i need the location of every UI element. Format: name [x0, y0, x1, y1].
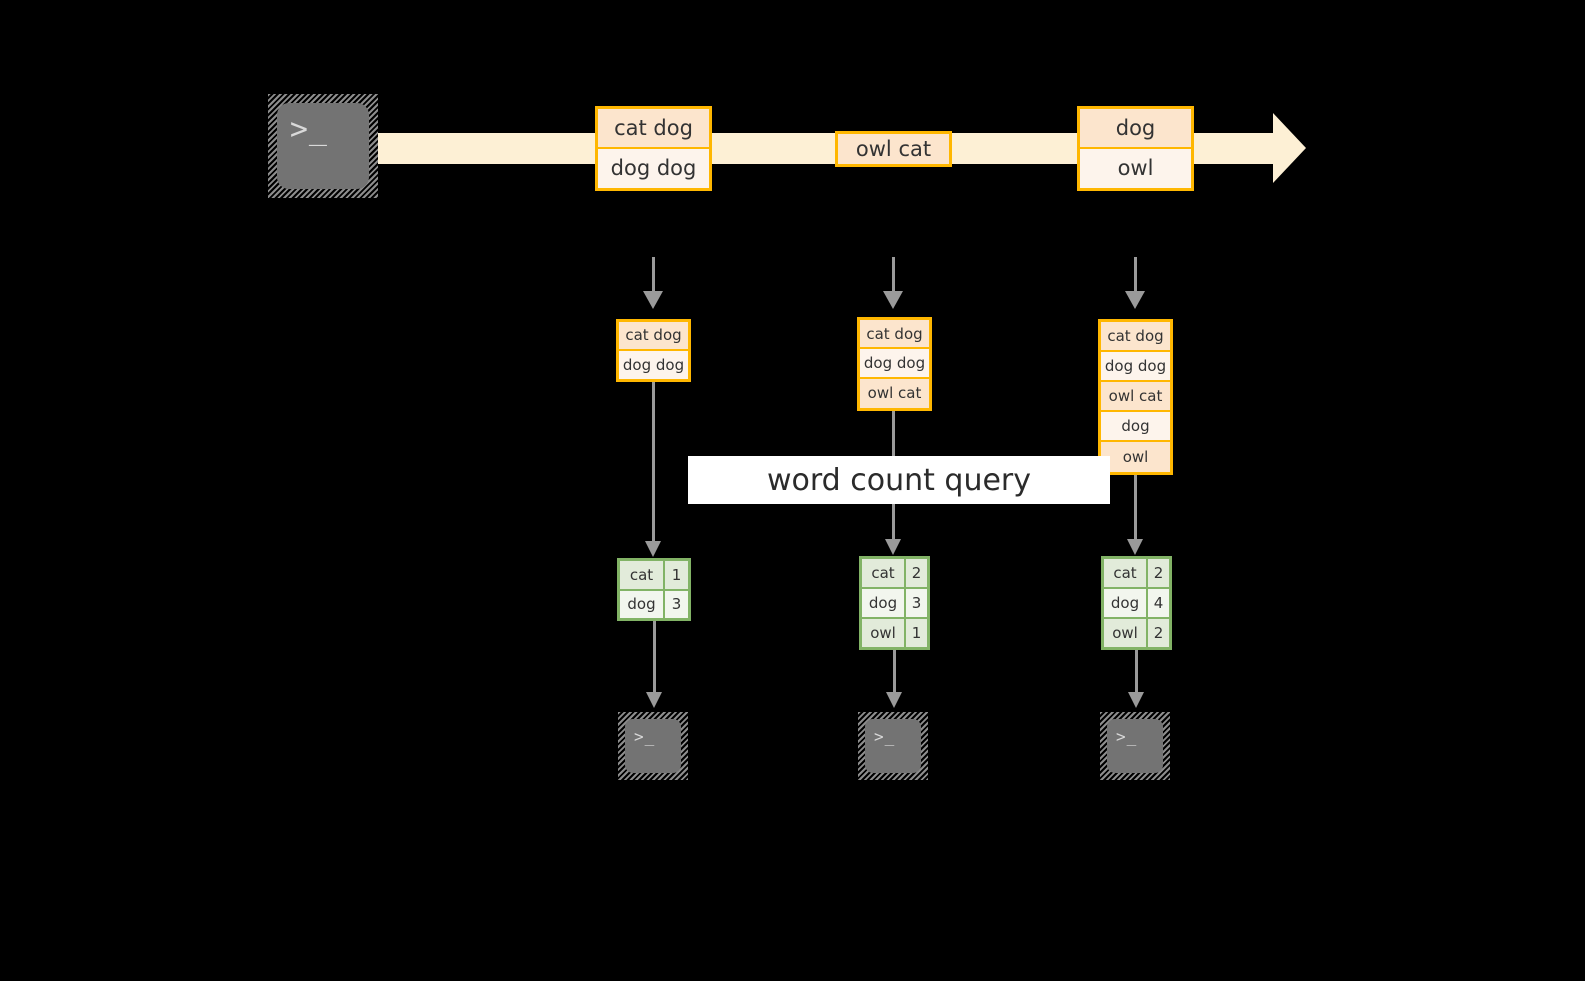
table-cell-count: 2: [1148, 619, 1169, 647]
snapshot-3-query-line: [1134, 475, 1137, 543]
stream-record-3: dog owl: [1077, 106, 1194, 191]
table-row: owl 2: [1104, 619, 1169, 647]
input-line: owl cat: [860, 378, 929, 408]
input-line: dog dog: [619, 350, 688, 379]
stream-arrowhead-icon: [1273, 113, 1306, 183]
table-row: dog 4: [1104, 589, 1169, 619]
input-line: cat dog: [860, 320, 929, 350]
input-line: dog: [1101, 412, 1170, 442]
stream-record-line: dog dog: [598, 148, 709, 188]
table-cell-word: dog: [1104, 589, 1148, 617]
snapshot-2-sink-arrowhead-icon: [886, 692, 902, 708]
terminal-screen: >_: [277, 103, 369, 189]
snapshot-1-query-line: [652, 382, 655, 545]
stream-record-line: owl: [1080, 148, 1191, 188]
snapshot-3-sink-terminal-icon: >_: [1100, 712, 1170, 780]
snapshot-2-input-stack: cat dog dog dog owl cat: [857, 317, 932, 411]
snapshot-3-feed-line: [1134, 257, 1137, 293]
query-label: word count query: [766, 462, 1032, 498]
stream-record-line: cat dog: [598, 109, 709, 149]
snapshot-1-sink-line: [653, 621, 656, 696]
snapshot-2-result-table: cat 2 dog 3 owl 1: [859, 556, 930, 650]
stream-record-2: owl cat: [835, 131, 952, 167]
table-cell-count: 1: [665, 561, 688, 589]
snapshot-1-input-stack: cat dog dog dog: [616, 319, 691, 382]
snapshot-2-sink-terminal-icon: >_: [858, 712, 928, 780]
input-line: dog dog: [860, 349, 929, 379]
snapshot-3-result-table: cat 2 dog 4 owl 2: [1101, 556, 1172, 650]
table-row: dog 3: [862, 589, 927, 619]
snapshot-2-query-arrowhead-icon: [885, 539, 901, 555]
snapshot-3-input-stack: cat dog dog dog owl cat dog owl: [1098, 319, 1173, 475]
table-cell-word: cat: [1104, 559, 1148, 587]
table-cell-count: 2: [1148, 559, 1169, 587]
terminal-screen: >_: [625, 719, 681, 773]
table-cell-count: 3: [665, 590, 688, 618]
snapshot-3-query-arrowhead-icon: [1127, 539, 1143, 555]
snapshot-2-sink-line: [893, 650, 896, 696]
table-row: owl 1: [862, 619, 927, 647]
snapshot-1-query-arrowhead-icon: [645, 541, 661, 557]
table-cell-word: cat: [620, 561, 665, 589]
input-line: cat dog: [619, 322, 688, 351]
table-cell-count: 2: [906, 559, 927, 587]
table-cell-word: owl: [862, 619, 906, 647]
input-line: dog dog: [1101, 352, 1170, 382]
stream-record-1: cat dog dog dog: [595, 106, 712, 191]
snapshot-2-feed-line: [892, 257, 895, 293]
prompt-glyph: >_: [1115, 726, 1138, 746]
table-cell-word: dog: [620, 590, 665, 618]
table-row: cat 1: [620, 561, 688, 591]
table-cell-word: owl: [1104, 619, 1148, 647]
snapshot-2-feed-arrowhead-icon: [883, 291, 903, 309]
prompt-glyph: >_: [873, 726, 896, 746]
table-row: cat 2: [1104, 559, 1169, 589]
snapshot-1-sink-arrowhead-icon: [646, 692, 662, 708]
stream-record-line: owl cat: [838, 134, 949, 164]
stream-record-line: dog: [1080, 109, 1191, 149]
table-cell-word: dog: [862, 589, 906, 617]
table-cell-word: cat: [862, 559, 906, 587]
input-line: cat dog: [1101, 322, 1170, 352]
snapshot-1-sink-terminal-icon: >_: [618, 712, 688, 780]
snapshot-3-feed-arrowhead-icon: [1125, 291, 1145, 309]
snapshot-1-feed-arrowhead-icon: [643, 291, 663, 309]
table-cell-count: 1: [906, 619, 927, 647]
input-line: owl cat: [1101, 382, 1170, 412]
query-label-band: word count query: [688, 456, 1110, 504]
table-row: dog 3: [620, 590, 688, 618]
terminal-screen: >_: [865, 719, 921, 773]
terminal-screen: >_: [1107, 719, 1163, 773]
input-line: owl: [1101, 442, 1170, 472]
snapshot-1-feed-line: [652, 257, 655, 293]
source-terminal-icon: >_: [268, 94, 378, 198]
table-cell-count: 3: [906, 589, 927, 617]
snapshot-3-sink-line: [1135, 650, 1138, 696]
table-row: cat 2: [862, 559, 927, 589]
snapshot-1-result-table: cat 1 dog 3: [617, 558, 691, 621]
prompt-glyph: >_: [289, 112, 328, 148]
snapshot-3-sink-arrowhead-icon: [1128, 692, 1144, 708]
prompt-glyph: >_: [633, 726, 656, 746]
table-cell-count: 4: [1148, 589, 1169, 617]
